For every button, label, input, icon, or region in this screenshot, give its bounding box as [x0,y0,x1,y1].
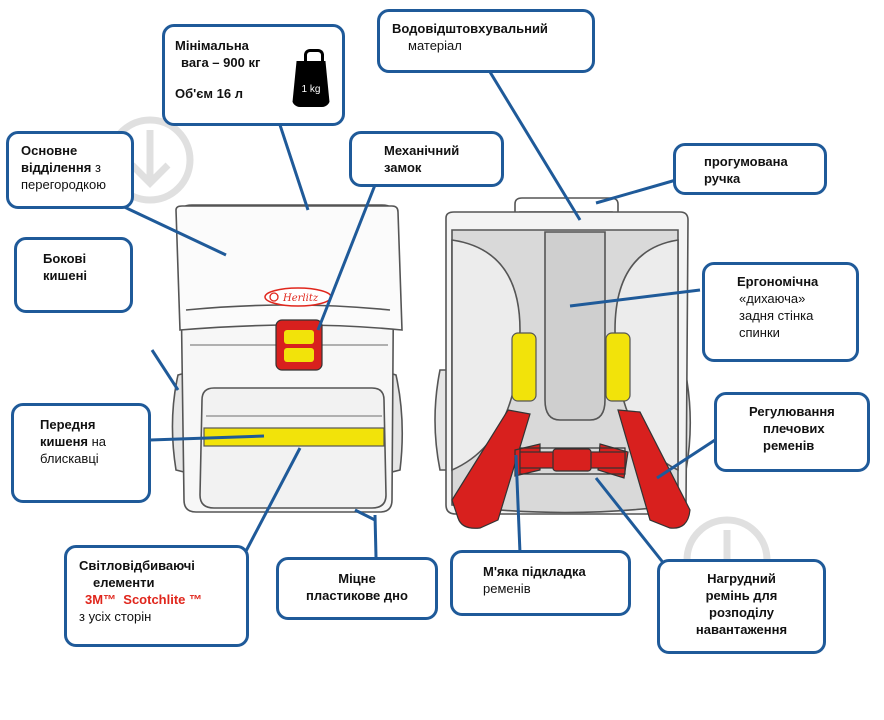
main-compartment-l1: Основне [21,143,78,158]
ergonomic-l4: спинки [739,325,780,340]
main-compartment-callout: Основне відділення з перегородкою [6,131,134,209]
front-pocket-l2a: кишеня [40,434,89,449]
weight-icon-label: 1 kg [301,84,321,95]
front-pocket-callout: Передня кишеня на блискавці [11,403,151,503]
weight-volume-callout: Мінімальна вага – 900 кг Об'єм 16 л 1 kg [162,24,345,126]
plastic-bottom-callout: Міцне пластикове дно [276,557,438,620]
handle-callout: прогумована ручка [673,143,827,195]
waterproof-title: Водовідштовхувальний [392,21,548,36]
waterproof-sub: матеріал [408,38,462,53]
lock-l1: Механічний [384,143,460,158]
strap-adjust-callout: Регулювання плечових ременів [714,392,870,472]
side-pockets-callout: Бокові кишені [14,237,133,313]
padding-l2: ременів [483,581,531,596]
reflective-l2: елементи [93,575,155,590]
front-pocket-l3: блискавці [40,451,99,466]
bottom-l1: Міцне [338,571,376,586]
chest-strap-l2: ремінь для [705,588,778,603]
lock-callout: Механічний замок [349,131,504,187]
weight-icon: 1 kg [290,49,332,109]
reflective-l4: з усіх сторін [79,609,152,624]
reflective-brand: 3M™ Scotchlite ™ [85,592,203,607]
waterproof-material-callout: Водовідштовхувальний матеріал [377,9,595,73]
main-compartment-l2a: відділення [21,160,92,175]
chest-strap-graphic [519,447,626,475]
handle-l1: прогумована [704,154,788,169]
volume-value: Об'єм 16 л [175,86,243,101]
chest-strap-l4: навантаження [695,622,788,637]
ergonomic-l1: Ергономічна [737,274,819,289]
padding-l1: М'яка підкладка [483,564,586,579]
front-pocket-l1: Передня [40,417,96,432]
side-pockets-l1: Бокові [43,251,87,266]
main-compartment-l2b: з [91,160,101,175]
bottom-l2: пластикове дно [306,588,408,603]
weight-label: Мінімальна [175,38,249,53]
weight-value: вага – 900 кг [181,55,261,70]
reflective-elements-callout: Світловідбиваючі елементи 3M™ Scotchlite… [64,545,249,647]
reflective-l1: Світловідбиваючі [79,558,195,573]
back-pad-left [511,332,537,402]
chest-strap-l1: Нагрудний [707,571,776,586]
ergonomic-l2: «дихаюча» [739,291,806,306]
strap-adjust-l2: плечових [763,421,825,436]
ergonomic-back-callout: Ергономічна «дихаюча» задня стінка спинк… [702,262,859,362]
back-pad-right [605,332,631,402]
pointer-lines [119,71,716,566]
front-pocket-l2b: на [88,434,107,449]
side-pockets-l2: кишені [43,268,88,283]
ergonomic-l3: задня стінка [739,308,814,323]
strap-padding-callout: М'яка підкладка ременів [450,550,631,616]
brand-logo: Herlitz [264,287,332,307]
brand-logo-text: Herlitz [282,293,319,304]
main-compartment-l3: перегородкою [21,177,106,192]
lock-l2: замок [384,160,422,175]
chest-strap-callout: Нагрудний ремінь для розподілу навантаже… [657,559,826,654]
strap-adjust-l1: Регулювання [749,404,835,419]
strap-adjust-l3: ременів [763,438,815,453]
handle-l2: ручка [704,171,741,186]
chest-strap-l3: розподілу [709,605,774,620]
lock-graphic [275,319,323,371]
